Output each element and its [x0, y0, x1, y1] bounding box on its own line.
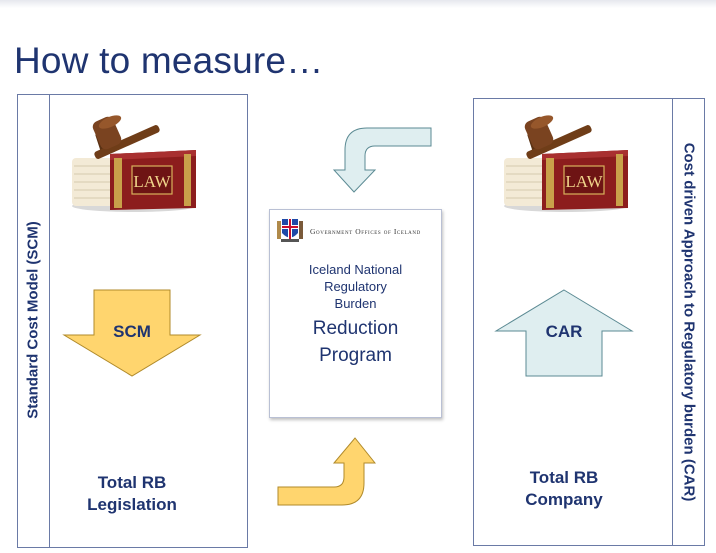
- law-book-gavel-icon: LAW: [504, 115, 628, 212]
- program-line-3: Burden: [334, 296, 377, 311]
- program-line-4: Reduction: [312, 318, 399, 339]
- left-panel-divider: [49, 94, 50, 548]
- left-result-line2: Legislation: [87, 495, 177, 514]
- car-up-arrow: [494, 289, 634, 377]
- scm-vertical-label: Standard Cost Model (SCM): [24, 221, 42, 419]
- book-law-text: LAW: [565, 172, 603, 191]
- book-law-text: LAW: [133, 172, 171, 191]
- car-vertical-label: Cost driven Approach to Regulatory burde…: [680, 142, 698, 502]
- curved-arrow-down-icon: [332, 127, 432, 193]
- law-book-gavel-icon: LAW: [72, 115, 196, 212]
- slide-title: How to measure…: [14, 40, 324, 81]
- right-result-line2: Company: [525, 490, 603, 509]
- program-line-5: Program: [319, 345, 392, 366]
- right-panel-divider: [672, 98, 673, 546]
- car-arrow-label: CAR: [545, 322, 583, 341]
- right-result-line1: Total RB: [529, 468, 599, 487]
- left-result-line1: Total RB: [97, 473, 167, 492]
- scm-arrow-label: SCM: [113, 322, 151, 341]
- gov-offices-text: Government Offices of Iceland: [310, 227, 421, 236]
- top-gradient-bar: [0, 0, 716, 8]
- program-line-1: Iceland National: [308, 262, 403, 277]
- curved-arrow-up-icon: [277, 437, 376, 506]
- center-program-card: [269, 209, 442, 418]
- scm-down-arrow: [62, 289, 202, 377]
- program-line-2: Regulatory: [324, 279, 387, 294]
- coat-of-arms-icon: [277, 219, 303, 242]
